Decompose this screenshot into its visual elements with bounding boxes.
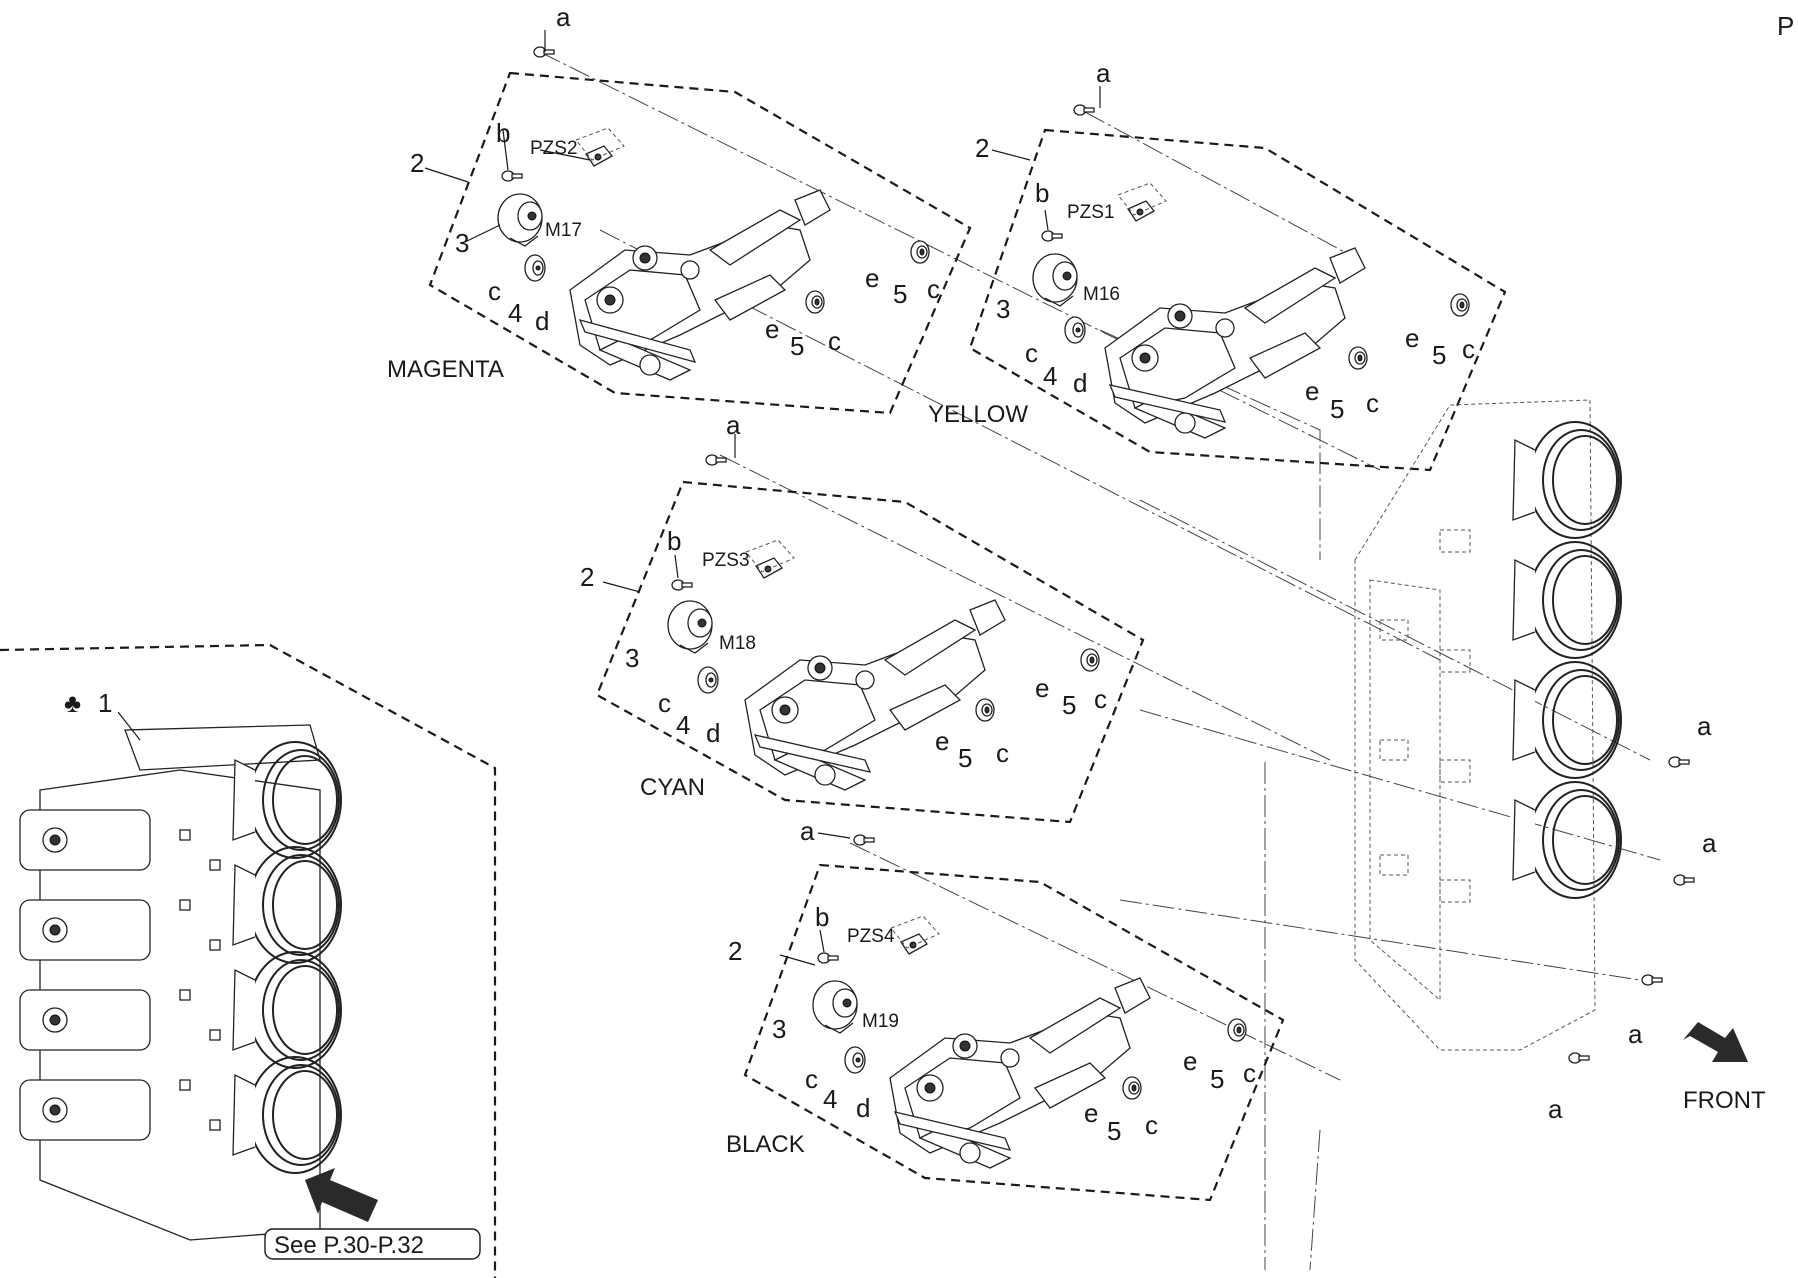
magenta-callout-c2: c — [927, 274, 940, 304]
black-callout-5b: 5 — [1107, 1116, 1121, 1146]
black-callout-e1: e — [1183, 1046, 1197, 1076]
cyan-callout-4: 4 — [676, 710, 690, 740]
black-callout-e2: e — [1084, 1098, 1098, 1128]
cyan-callout-d: d — [706, 718, 720, 748]
magenta-callout-3: 3 — [455, 228, 469, 258]
magenta-motor-label: M17 — [545, 220, 582, 241]
see-reference-text: See P.30-P.32 — [274, 1232, 424, 1259]
black-callout-c3: c — [1145, 1110, 1158, 1140]
magenta-callout-b: b — [496, 118, 510, 148]
cyan-callout-a: a — [726, 410, 741, 440]
magenta-unit — [424, 30, 972, 415]
yellow-callout-3: 3 — [996, 294, 1010, 324]
yellow-boundary — [968, 128, 1507, 472]
yellow-callout-5b: 5 — [1330, 394, 1344, 424]
black-callout-2: 2 — [728, 936, 742, 966]
black-callout-d: d — [856, 1093, 870, 1123]
reference-holes — [179, 829, 221, 1131]
page-marker: P — [1777, 11, 1794, 41]
yellow-sensor-label: PZS1 — [1067, 202, 1115, 223]
cyan-boundary — [595, 480, 1145, 824]
yellow-callout-d: d — [1073, 368, 1087, 398]
cyan-motor-label: M18 — [719, 633, 756, 654]
black-motor-label: M19 — [862, 1011, 899, 1032]
cyan-sensor-label: PZS3 — [702, 550, 750, 571]
yellow-callout-5a: 5 — [1432, 340, 1446, 370]
magenta-callout-c1: c — [488, 276, 501, 306]
reference-units — [19, 809, 151, 1141]
black-sensor-label: PZS4 — [847, 926, 895, 947]
black-callout-a: a — [800, 816, 815, 846]
see-reference-box — [264, 1228, 481, 1260]
magenta-callout-2: 2 — [410, 148, 424, 178]
yellow-callout-c1: c — [1025, 338, 1038, 368]
magenta-callout-e1: e — [865, 263, 879, 293]
cyan-callout-2: 2 — [580, 562, 594, 592]
cyan-callout-c2: c — [1094, 684, 1107, 714]
frame-callout-a4: a — [1548, 1094, 1563, 1124]
black-boundary — [743, 863, 1285, 1202]
yellow-title: YELLOW — [928, 401, 1028, 428]
magenta-callout-e2: e — [765, 314, 779, 344]
yellow-callout-e1: e — [1405, 323, 1419, 353]
cyan-callout-c3: c — [996, 738, 1009, 768]
yellow-unit — [968, 86, 1507, 472]
front-label: FRONT — [1683, 1087, 1766, 1114]
yellow-callout-b: b — [1035, 178, 1049, 208]
yellow-callout-c2: c — [1462, 334, 1475, 364]
yellow-callout-4: 4 — [1043, 361, 1057, 391]
cyan-callout-5a: 5 — [1062, 690, 1076, 720]
yellow-callout-a: a — [1096, 58, 1111, 88]
view-direction-arrow — [305, 1168, 378, 1222]
yellow-callout-2: 2 — [975, 133, 989, 163]
yellow-motor-label: M16 — [1083, 284, 1120, 305]
cyan-callout-c1: c — [658, 688, 671, 718]
assembly-club-symbol: ♣ — [64, 688, 81, 718]
magenta-callout-5a: 5 — [893, 279, 907, 309]
magenta-title: MAGENTA — [387, 356, 504, 383]
reference-assembly — [0, 643, 497, 1278]
magenta-callout-5b: 5 — [790, 331, 804, 361]
black-title: BLACK — [726, 1131, 805, 1158]
black-callout-5a: 5 — [1210, 1064, 1224, 1094]
yellow-callout-e2: e — [1305, 376, 1319, 406]
magenta-callout-d: d — [535, 306, 549, 336]
cyan-callout-e2: e — [935, 726, 949, 756]
frame-callout-a1: a — [1697, 711, 1712, 741]
yellow-callout-c3: c — [1366, 388, 1379, 418]
magenta-sensor-label: PZS2 — [530, 138, 578, 159]
black-callout-c1: c — [805, 1064, 818, 1094]
chain-lines — [539, 51, 1661, 1271]
magenta-callout-4: 4 — [508, 298, 522, 328]
frame-callout-a3: a — [1628, 1019, 1643, 1049]
frame-callout-a2: a — [1702, 828, 1717, 858]
black-callout-b: b — [815, 902, 829, 932]
cyan-unit — [595, 434, 1145, 824]
main-frame — [1354, 399, 1695, 1064]
black-callout-c2: c — [1243, 1058, 1256, 1088]
black-unit — [743, 832, 1285, 1202]
black-callout-3: 3 — [772, 1014, 786, 1044]
front-arrow — [1683, 1022, 1748, 1062]
cyan-callout-b: b — [667, 526, 681, 556]
cyan-title: CYAN — [640, 774, 705, 801]
magenta-boundary — [428, 71, 972, 415]
magenta-callout-a: a — [556, 2, 571, 32]
magenta-callout-c3: c — [828, 326, 841, 356]
assembly-callout-1: 1 — [98, 688, 112, 718]
cyan-callout-3: 3 — [625, 643, 639, 673]
cyan-callout-5b: 5 — [958, 743, 972, 773]
black-callout-4: 4 — [823, 1084, 837, 1114]
cyan-callout-e1: e — [1035, 673, 1049, 703]
